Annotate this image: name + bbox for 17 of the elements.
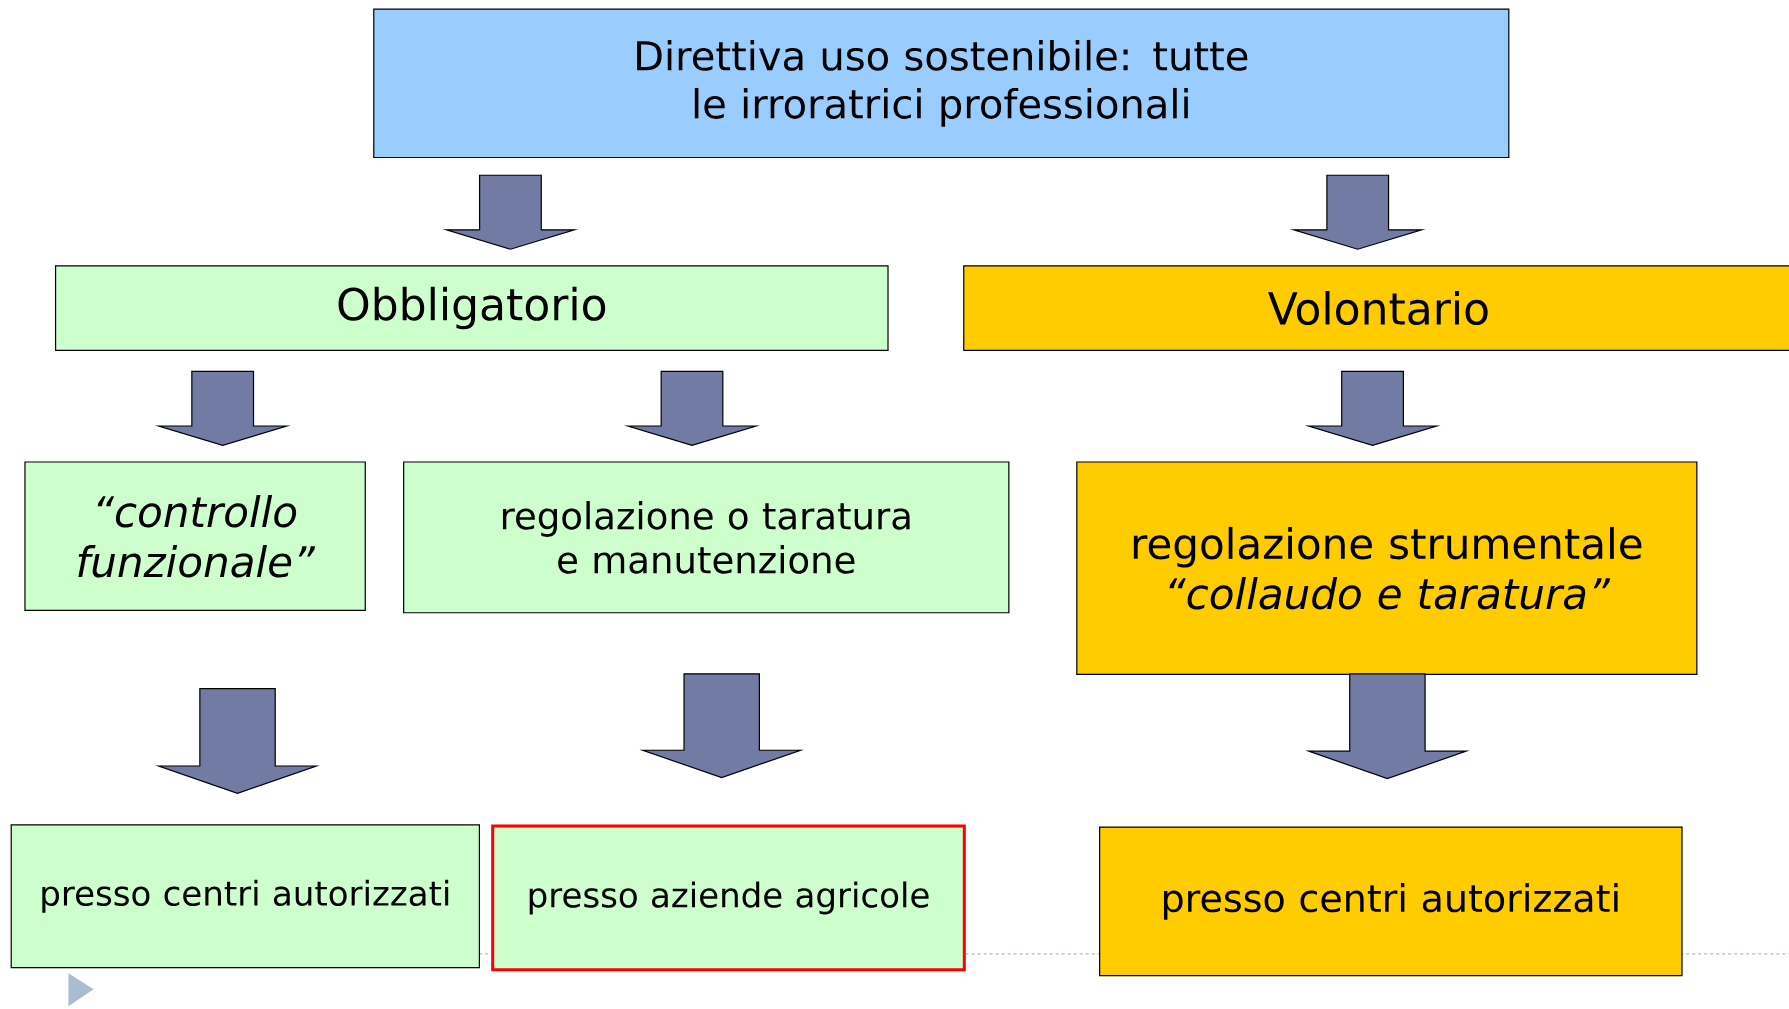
label-box: presso aziende agricole: [491, 824, 966, 972]
label-box: presso centri autorizzati: [10, 824, 480, 969]
label-box: regolazione o taratura e manutenzione: [403, 461, 1010, 614]
block-arrow: [442, 174, 579, 251]
label-box: “controllo funzionale”: [24, 461, 366, 612]
label-box: Direttiva uso sostenibile: tutte le irroratrici professionali: [373, 8, 1510, 159]
block-arrow: [155, 688, 320, 795]
block-arrow: [154, 371, 291, 447]
label-box: presso centri autorizzati: [1099, 826, 1683, 977]
block-arrow: [624, 371, 760, 447]
block-arrow: [639, 673, 805, 779]
label-box: regolazione strumentale “collaudo e taratura”: [1076, 461, 1698, 676]
block-arrow: [1305, 673, 1470, 780]
block-arrow: [1304, 371, 1441, 447]
label-box: Volontario: [963, 265, 1789, 352]
block-arrow: [1289, 174, 1426, 251]
label-box: Obbligatorio: [54, 265, 889, 352]
